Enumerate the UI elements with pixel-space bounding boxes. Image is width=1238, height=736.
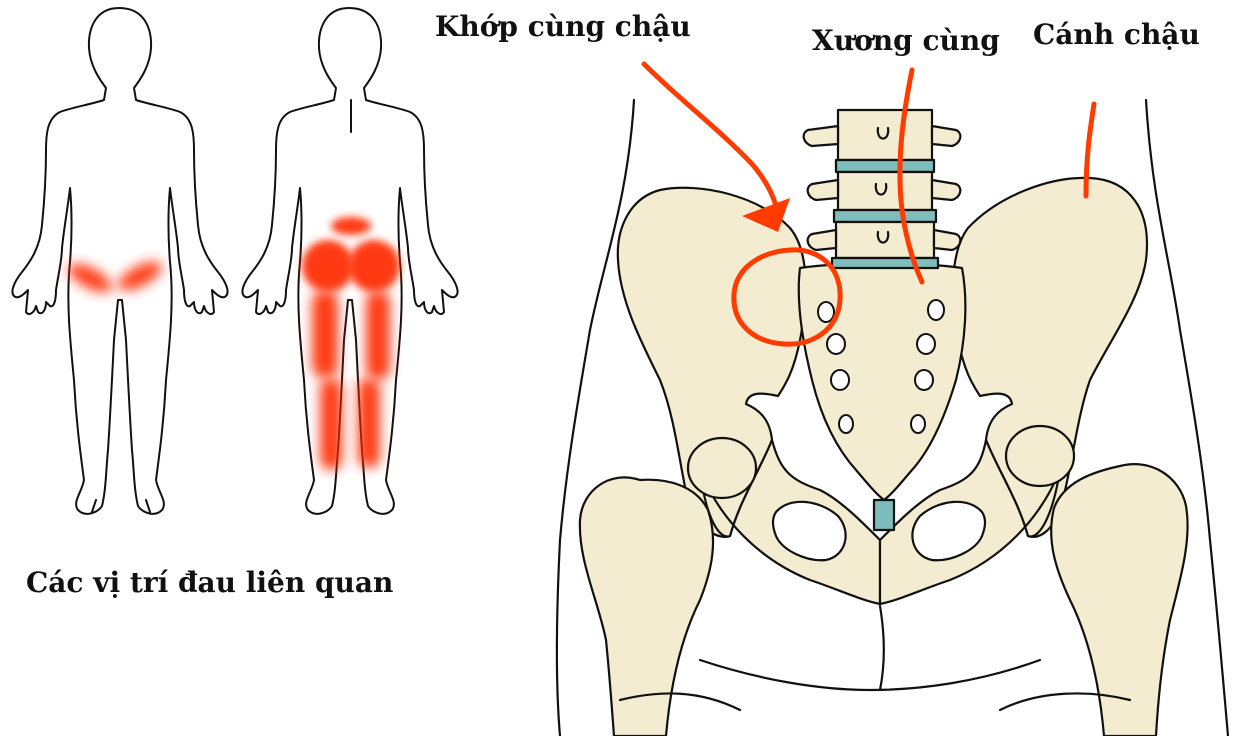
left-femur (580, 477, 713, 736)
front-pain-areas (64, 256, 166, 298)
back-pain-thigh-left (312, 290, 338, 378)
disc-3 (832, 258, 938, 268)
coccyx (874, 500, 894, 530)
back-pain-thigh-right (366, 290, 390, 380)
label-referred-pain-areas: Các vị trí đau liên quan (26, 566, 393, 599)
right-femur (1051, 464, 1187, 736)
disc-1 (836, 160, 934, 172)
back-pain-areas (302, 217, 400, 470)
label-sacroiliac-joint: Khớp cùng chậu (435, 10, 691, 43)
body-front-figure (12, 8, 227, 514)
back-pain-buttock-left (302, 240, 354, 292)
right-femoral-head (1006, 426, 1074, 486)
disc-2 (834, 210, 936, 222)
back-pain-buttock-right (348, 240, 400, 292)
back-pain-calf-right (358, 378, 380, 468)
front-pain-left (64, 258, 116, 298)
sij-pointer-line (644, 64, 776, 206)
back-pain-calf-left (320, 378, 342, 470)
left-femoral-head (688, 438, 756, 498)
front-pain-right (114, 256, 166, 296)
label-ilium: Cánh chậu (1033, 18, 1200, 51)
sacrum (799, 264, 966, 501)
label-sacrum: Xương cùng (812, 24, 1000, 57)
pelvis-illustration (557, 100, 1228, 736)
back-pain-sacral (331, 217, 371, 235)
lumbar-spine (804, 110, 961, 268)
